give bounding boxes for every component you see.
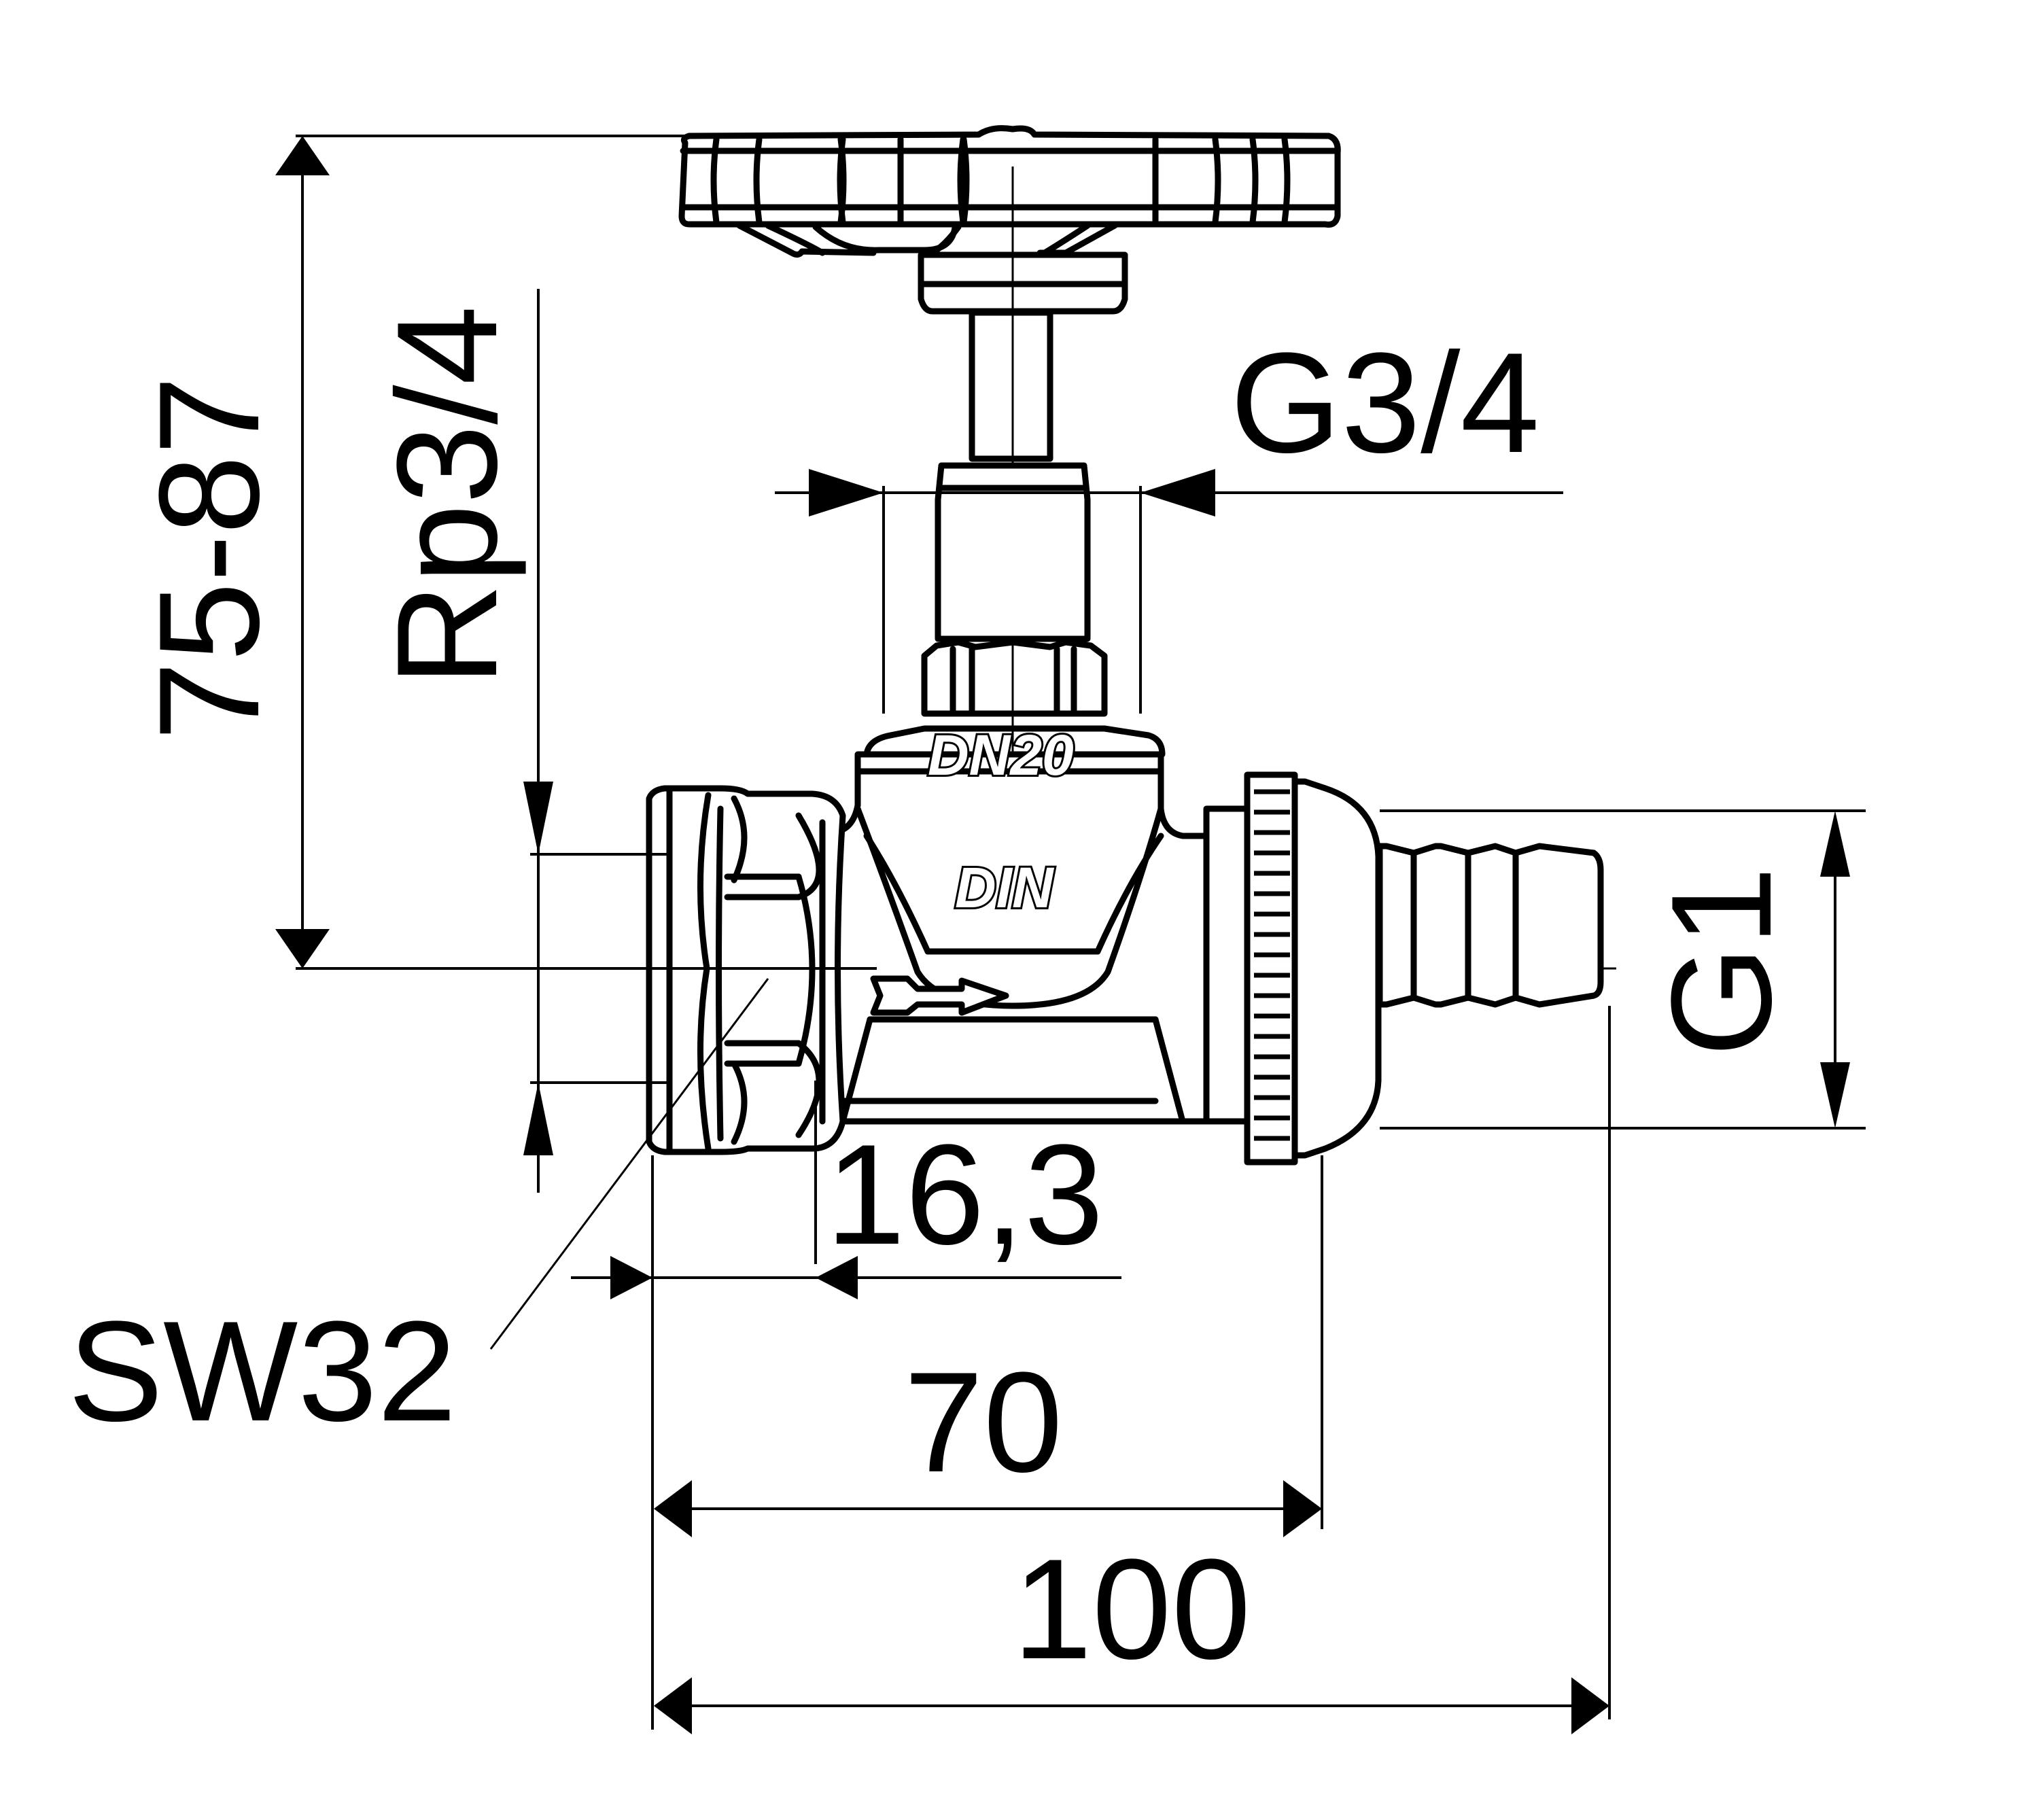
knurl-lines [1254, 789, 1290, 1141]
valve-body: DN20 DIN [829, 721, 1210, 1125]
flow-direction-arrow [870, 975, 1009, 1016]
inlet-hex-nut [646, 785, 846, 1155]
label-overall-height: 75-87 [129, 376, 289, 741]
label-inlet-thread: Rp3/4 [367, 306, 527, 686]
hose-nozzle [1376, 843, 1604, 1008]
bonnet [863, 462, 1166, 758]
label-inlet-offset: 16,3 [826, 1115, 1104, 1274]
dimension-body-length: 70 [654, 1155, 1323, 1537]
body-marking-din: DIN [955, 856, 1055, 920]
label-bonnet-thread: G3/4 [1230, 323, 1539, 483]
body-marking-dn: DN20 [928, 723, 1074, 787]
dimension-bonnet-thread: G3/4 [775, 323, 1563, 714]
dimension-inlet-offset: 16,3 [571, 1081, 1121, 1730]
label-wrench-size: SW32 [68, 1291, 457, 1451]
dimension-overall-height: 75-87 [129, 135, 972, 970]
stem [969, 309, 1053, 462]
label-body-length: 70 [904, 1342, 1063, 1502]
outlet-union-nut [1203, 771, 1382, 1166]
dimension-overall-length: 100 [654, 1006, 1611, 1734]
dimension-inlet-thread: Rp3/4 [367, 289, 669, 1193]
dimension-wrench-size: SW32 [68, 978, 769, 1451]
label-outlet-thread: G1 [1641, 867, 1801, 1057]
handwheel [678, 125, 1341, 315]
dimension-outlet-thread: G1 [1380, 809, 1866, 1130]
label-overall-length: 100 [1013, 1529, 1251, 1689]
